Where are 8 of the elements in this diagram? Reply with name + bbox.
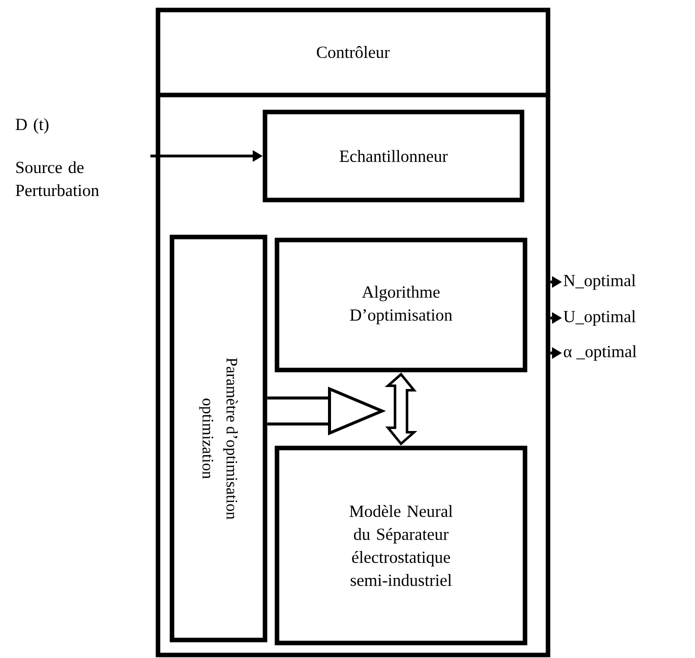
process-box: Modèle Neural du Séparateur électrostatique semi-industriel <box>274 446 528 646</box>
output-label: α _optimal <box>564 345 636 361</box>
process-box: Algorithme D’optimisation <box>274 238 528 372</box>
source-label: D (t) Source de Perturbation <box>16 118 99 196</box>
output-label: U_optimal <box>564 310 636 326</box>
output-label: N_optimal <box>564 274 636 290</box>
parameter-box: Paramètre d’optimisation optimization <box>170 234 268 642</box>
process-box: Echantillonneur <box>262 110 524 202</box>
